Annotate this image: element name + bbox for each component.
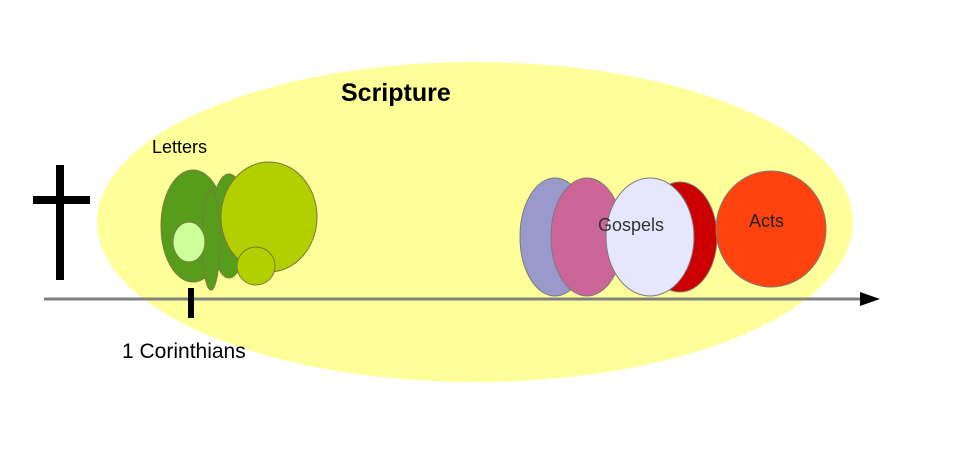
timeline-arrow-icon	[44, 292, 880, 306]
gospels-cluster	[519, 177, 718, 297]
gospels-label: Gospels	[598, 215, 664, 235]
letters-label: Letters	[152, 137, 207, 157]
acts-label: Acts	[749, 211, 784, 231]
first-corinthians-label: 1 Corinthians	[122, 340, 246, 363]
first-corinthians-marker	[188, 288, 194, 318]
diagram-title: Scripture	[341, 79, 451, 107]
acts-circle	[715, 170, 827, 288]
cross-icon	[33, 165, 90, 280]
scripture-field	[97, 62, 853, 382]
letters-cluster	[160, 161, 318, 291]
